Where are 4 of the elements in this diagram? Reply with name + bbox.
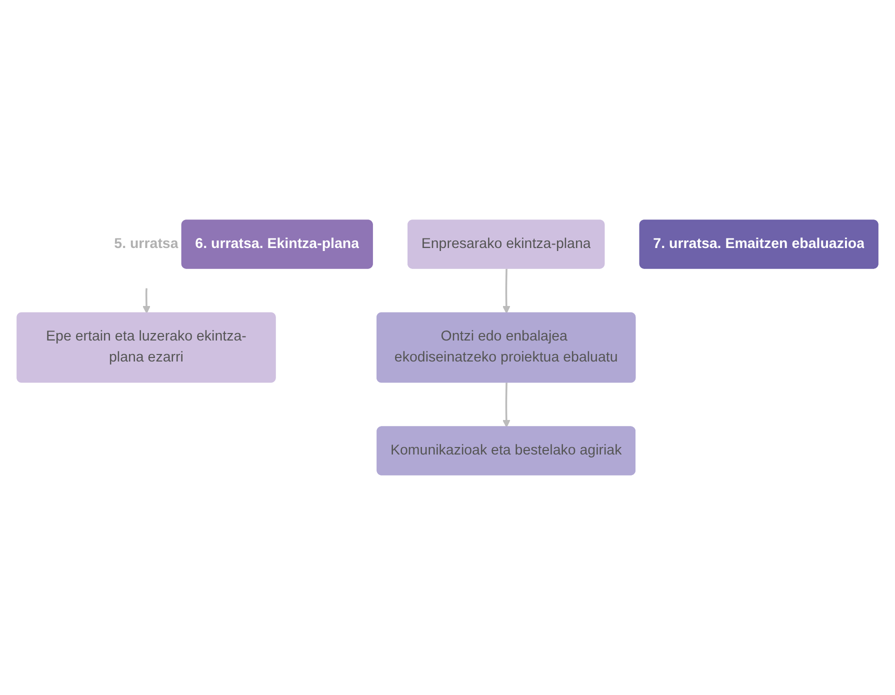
node-text: 5. urratsa [114, 236, 178, 252]
arrow [142, 288, 150, 314]
arrow [502, 382, 510, 428]
arrow [502, 268, 510, 314]
